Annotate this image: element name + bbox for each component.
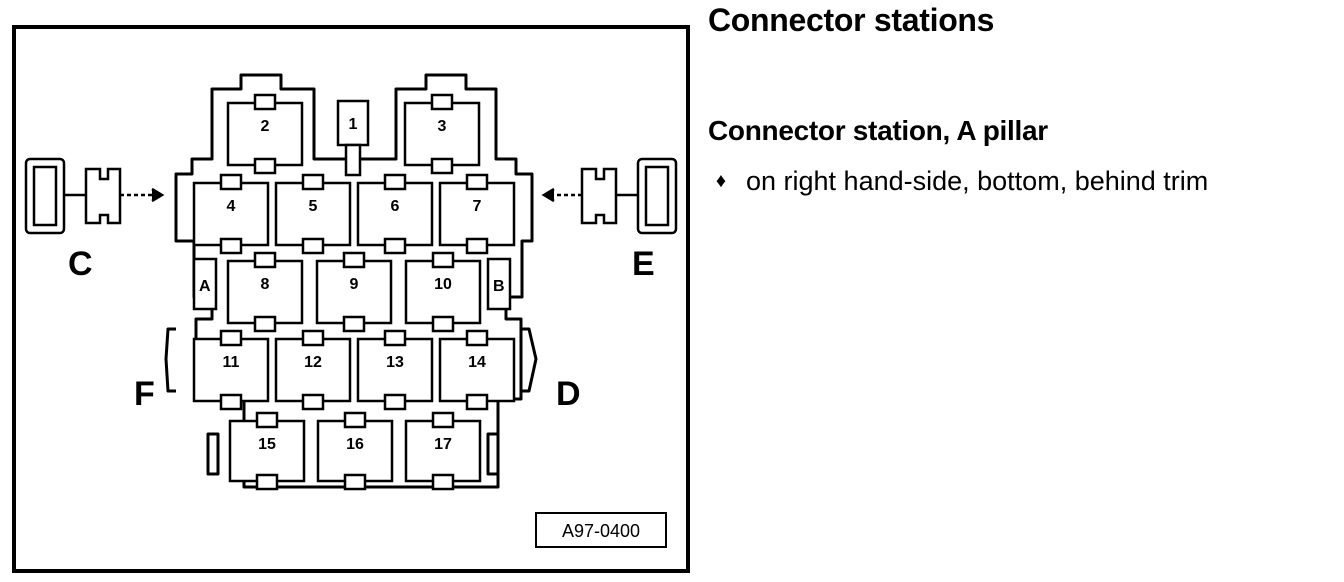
cell-latch-top-5 <box>301 173 325 191</box>
connector-cell-8 <box>226 259 304 325</box>
diagram-frame: C E F D A B 1 2 3 4 5 6 7 8 9 10 11 12 1… <box>12 25 690 573</box>
connector-cell-17 <box>404 419 482 483</box>
connector-c-clip <box>84 167 122 225</box>
reference-code: A97-0400 <box>562 521 640 541</box>
station-label-e: E <box>632 245 655 283</box>
connector-cell-2 <box>226 101 304 167</box>
position-label-3: 3 <box>438 118 447 135</box>
cell-latch-bottom-2 <box>253 157 277 175</box>
cell-latch-bottom-6 <box>383 237 407 255</box>
cell-latch-bottom-17 <box>431 473 455 491</box>
cell-latch-bottom-7 <box>465 237 489 255</box>
station-label-c: C <box>68 245 93 283</box>
bullet-text: on right hand-side, bottom, behind trim <box>746 166 1209 196</box>
connector-c-body <box>24 157 66 235</box>
cell-latch-bottom-4 <box>219 237 243 255</box>
page-title: Connector stations <box>708 2 995 38</box>
cell-latch-top-11 <box>219 329 243 347</box>
section-subtitle: Connector station, A pillar <box>708 115 1048 146</box>
cell-latch-bottom-11 <box>219 393 243 411</box>
connector-e-group <box>541 157 678 235</box>
diamond-bullet-icon: ♦ <box>715 170 727 192</box>
position-label-5: 5 <box>309 198 318 215</box>
connector-c-group <box>24 157 165 235</box>
position-label-1: 1 <box>349 116 358 133</box>
connector-cell-16 <box>316 419 394 483</box>
connector-cell-6 <box>356 181 434 247</box>
position-label-13: 13 <box>386 354 404 371</box>
connector-cell-5 <box>274 181 352 247</box>
connector-station-diagram: C E F D A B 1 2 3 4 5 6 7 8 9 10 11 12 1… <box>24 73 678 548</box>
reference-code-box <box>535 512 667 548</box>
cell-latch-top-16 <box>343 411 367 429</box>
position-label-9: 9 <box>350 276 359 293</box>
position-label-7: 7 <box>473 198 482 215</box>
station-label-f: F <box>134 375 155 413</box>
cell-latch-top-17 <box>431 411 455 429</box>
cell-latch-top-7 <box>465 173 489 191</box>
latch-left <box>164 327 176 393</box>
position-1-stem <box>344 143 362 177</box>
cell-latch-bottom-5 <box>301 237 325 255</box>
bullet-item: ♦ on right hand-side, bottom, behind tri… <box>710 166 1208 197</box>
connector-e-body <box>636 157 678 235</box>
position-label-2: 2 <box>261 118 270 135</box>
cell-latch-top-15 <box>255 411 279 429</box>
tab-left-bottom <box>206 432 220 476</box>
connector-cell-7 <box>438 181 516 247</box>
position-label-12: 12 <box>304 354 322 371</box>
station-label-d: D <box>556 375 581 413</box>
tab-right-bottom <box>486 432 500 476</box>
cell-latch-top-4 <box>219 173 243 191</box>
block-b <box>486 257 512 311</box>
cell-latch-bottom-13 <box>383 393 407 411</box>
cell-latch-bottom-12 <box>301 393 325 411</box>
cell-latch-top-14 <box>465 329 489 347</box>
cell-latch-top-12 <box>301 329 325 347</box>
cell-latch-bottom-8 <box>253 315 277 333</box>
location-bullet-list: ♦ on right hand-side, bottom, behind tri… <box>710 166 1208 197</box>
block-a <box>192 257 218 311</box>
cell-latch-bottom-3 <box>430 157 454 175</box>
cell-latch-top-13 <box>383 329 407 347</box>
connector-cell-10 <box>404 259 482 325</box>
connector-e-clip <box>580 167 618 225</box>
position-label-17: 17 <box>434 436 452 453</box>
cell-latch-bottom-9 <box>342 315 366 333</box>
connector-cell-15 <box>228 419 306 483</box>
position-label-6: 6 <box>391 198 400 215</box>
cell-latch-bottom-15 <box>255 473 279 491</box>
position-label-10: 10 <box>434 276 452 293</box>
position-label-4: 4 <box>227 198 236 215</box>
position-label-15: 15 <box>258 436 276 453</box>
block-b-label: B <box>493 278 505 295</box>
cell-latch-bottom-16 <box>343 473 367 491</box>
cell-latch-top-10 <box>431 251 455 269</box>
cell-latch-bottom-14 <box>465 393 489 411</box>
cell-latch-top-2 <box>253 93 277 111</box>
latch-right <box>521 327 538 393</box>
cell-latch-top-9 <box>342 251 366 269</box>
cell-latch-top-6 <box>383 173 407 191</box>
position-label-11: 11 <box>223 354 240 371</box>
cell-latch-top-3 <box>430 93 454 111</box>
connector-cell-3 <box>403 101 481 167</box>
cell-latch-bottom-10 <box>431 315 455 333</box>
cell-latch-top-8 <box>253 251 277 269</box>
position-label-14: 14 <box>468 354 486 371</box>
connector-cell-14 <box>438 337 516 403</box>
block-a-label: A <box>199 278 211 295</box>
position-label-8: 8 <box>261 276 270 293</box>
connector-cell-12 <box>274 337 352 403</box>
connector-cell-11 <box>192 337 270 403</box>
position-label-16: 16 <box>346 436 364 453</box>
